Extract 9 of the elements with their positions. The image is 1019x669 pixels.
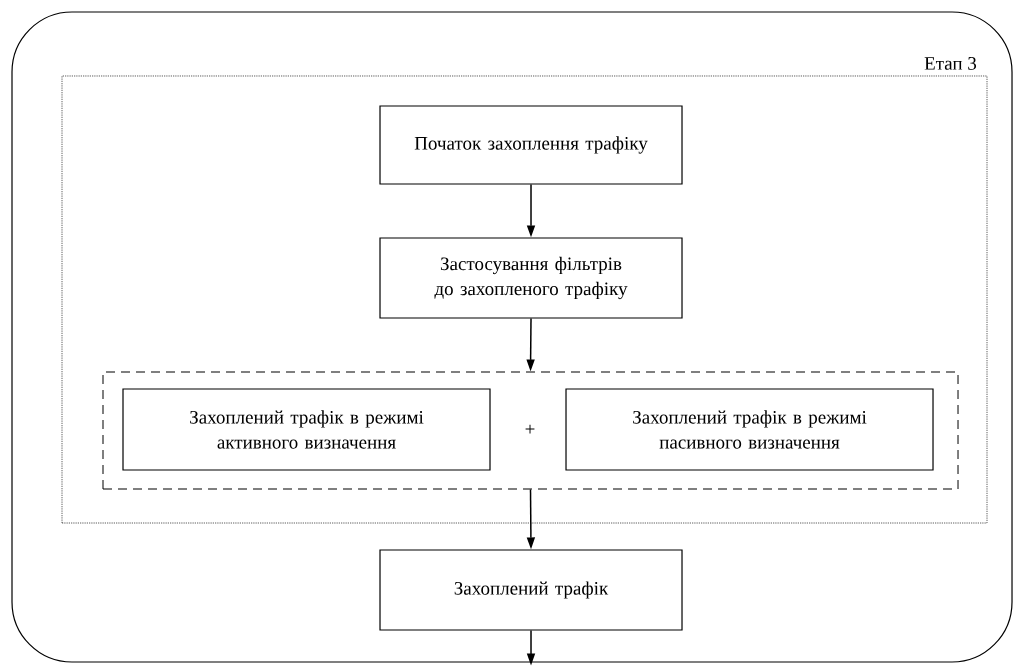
node-label: Етап 3 [924,57,977,70]
process-box: Початок захоплення трафіку [379,105,683,185]
process-box: Захоплений трафік в режимі активного визначення [122,388,491,471]
process-box: Захоплений трафік в режимі пасивного визначення [565,388,934,471]
plus-sign: + [525,424,535,434]
process-box: Захоплений трафік [379,549,683,631]
group-frame [102,371,959,490]
rounded-frame [11,11,1013,663]
process-box: Застосування фільтрів до захопленого трафіку [379,237,683,319]
